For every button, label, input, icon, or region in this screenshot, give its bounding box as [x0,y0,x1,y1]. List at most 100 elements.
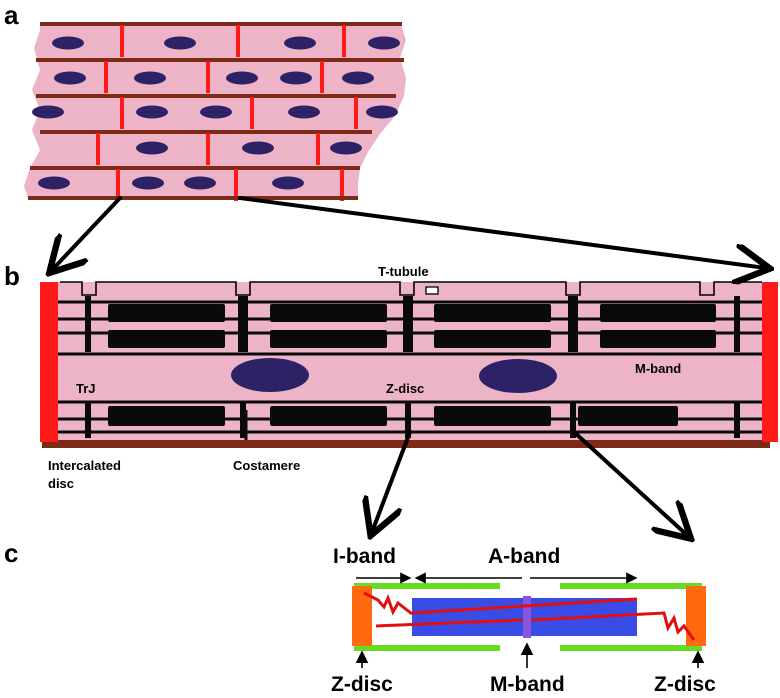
pointer-arrows [355,642,705,668]
label-z-disc-right: Z-disc [654,673,716,696]
myofibril-block [108,304,225,322]
intercalated-disc [120,25,124,57]
myofibril-block [108,330,225,348]
z-disc-line [405,402,411,438]
titin-left [363,591,413,616]
nucleus [330,141,362,155]
z-disc-line [85,296,91,352]
z-disc-right-block [686,586,706,646]
panel-c-letter: c [4,538,18,568]
arrow-a-to-b-right [238,196,766,268]
titin-center [411,597,638,615]
label-trj: TrJ [76,381,96,396]
label-i-band: I-band [333,545,396,568]
z-disc-line [734,402,740,438]
intercalated-disc [250,97,254,129]
nucleus [342,71,374,85]
intercalated-disc [234,169,238,201]
intercalated-disc [206,133,210,165]
intercalated-disc [354,97,358,129]
intercalated-disc [320,61,324,93]
intercalated-disc [236,25,240,57]
intercalated-disc [206,61,210,93]
thin-filament-top-right [560,583,702,589]
thin-filament-top-left [354,583,500,589]
label-m-band-c: M-band [490,673,565,696]
intercalated-disc [116,169,120,201]
nucleus [288,105,320,119]
intercalated-disc [340,169,344,201]
label-costamere: Costamere [233,458,300,473]
panel-b-letter: b [4,261,20,291]
panel-a-letter: a [4,0,19,30]
nucleus [226,71,258,85]
nucleus [368,36,400,50]
myofibril-block [600,330,716,348]
nucleus [134,71,166,85]
arrow-b-to-c-right [572,430,688,536]
cardiac-tissue [24,22,406,201]
arrow-b-to-c-left [372,430,412,532]
label-t-tubule: T-tubule [378,264,429,279]
intercalated-disc [96,133,100,165]
z-disc-left-block [352,586,372,646]
sarcolemma-line [36,58,404,62]
intercalated-disc-left [40,282,58,442]
titin-right [530,611,696,641]
nucleus [184,176,216,190]
myofibril-block [108,406,225,426]
z-disc-line-thick [568,296,578,352]
z-disc-line-thick [403,296,413,352]
myofibril-block [578,406,678,426]
sarcolemma-line [30,166,360,170]
nucleus [38,176,70,190]
label-intercalated-disc: Intercalated [48,458,121,473]
label-m-band: M-band [635,361,681,376]
connector-arrows [52,196,766,536]
z-disc-line [85,402,91,438]
thin-filament-bottom-right [560,645,702,651]
nucleus [136,105,168,119]
sarcolemma-top [60,281,762,296]
t-tubule-small [425,286,439,295]
myofibril-block [434,304,551,322]
nucleus [200,105,232,119]
z-disc-line [570,402,576,438]
nucleus [136,141,168,155]
sarcolemma-line [40,130,372,134]
myofilament-line [58,352,762,356]
nucleus [54,71,86,85]
nucleus [479,359,557,393]
nucleus [242,141,274,155]
myofibril-block [270,304,387,322]
label-z-disc-left: Z-disc [331,673,393,696]
intercalated-disc [120,97,124,129]
label-a-band: A-band [488,545,560,568]
thin-filament-bottom-left [354,645,500,651]
intercalated-disc [342,25,346,57]
label-z-disc: Z-disc [386,381,424,396]
nucleus [52,36,84,50]
z-disc-line-thick [238,296,248,352]
myofibril-block [270,406,387,426]
nucleus [231,358,309,392]
sarcolemma-line [28,196,358,200]
myofibril-block [600,304,716,322]
nucleus [132,176,164,190]
nucleus [272,176,304,190]
nucleus [32,105,64,119]
intercalated-disc [104,61,108,93]
cardiomyocyte [40,281,778,448]
nucleus [284,36,316,50]
intercalated-disc [316,133,320,165]
sarcolemma-line [36,94,396,98]
m-band-line [523,596,531,638]
intercalated-disc-right [762,282,778,442]
nucleus [164,36,196,50]
nucleus [366,105,398,119]
myofibril-block [434,330,551,348]
arrow-a-to-b-left [52,196,122,270]
myofibril-block [434,406,551,426]
sarcolemma-line [40,22,402,26]
